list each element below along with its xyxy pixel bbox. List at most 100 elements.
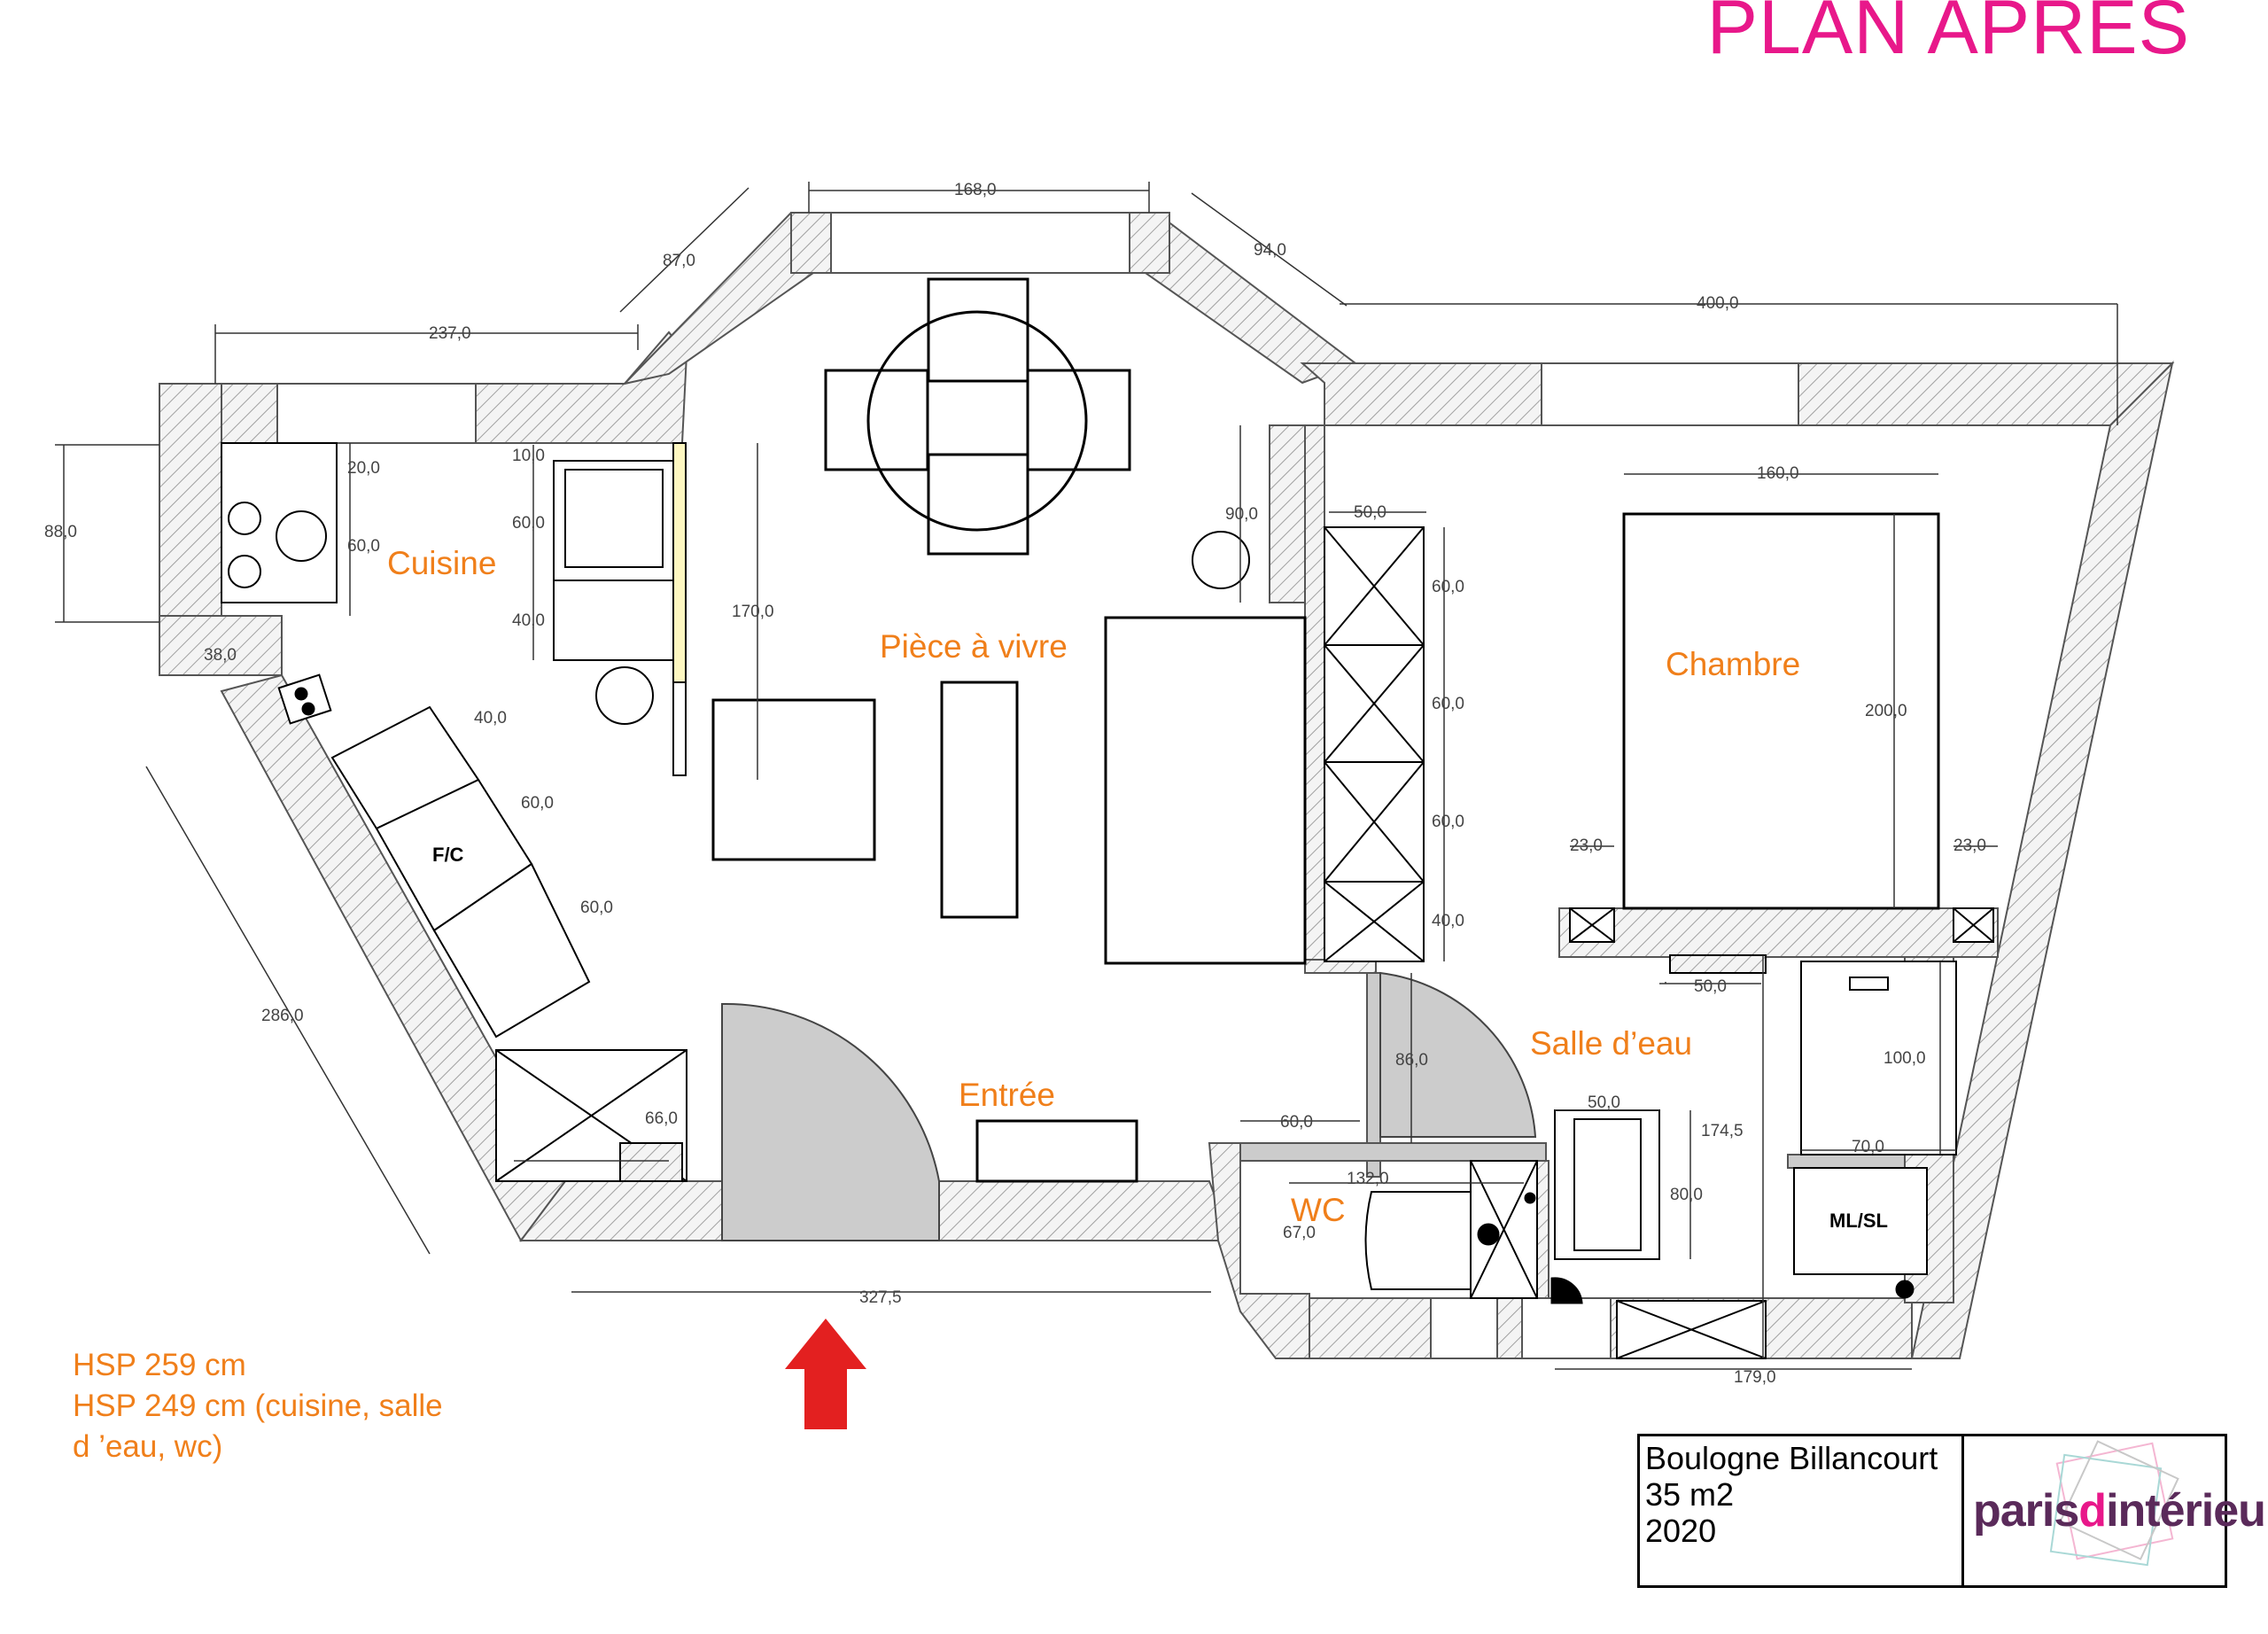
project-city: Boulogne Billancourt [1645,1440,1938,1476]
dim-diag-unit-3: 60,0 [580,899,613,917]
dim-shower-width: 50,0 [1588,1093,1620,1112]
shower-drain [1550,1277,1583,1304]
logo-squares-icon [2049,1440,2179,1567]
entry-shelf [619,1142,683,1182]
wc-tap [1477,1223,1500,1246]
dim-hob-top: 20,0 [347,459,380,478]
dim-top-window: 168,0 [954,181,997,199]
dim-bedroom-width: 400,0 [1697,294,1739,313]
project-area: 35 m2 [1645,1476,1735,1513]
bath-door-swing [1379,971,1537,1138]
dim-wc-width: 132,0 [1347,1170,1389,1188]
wall-bedroom-top-2 [1798,362,2175,426]
dining-table [866,310,1088,532]
title-block: Boulogne Billancourt 35 m2 2020 parisdin… [1637,1434,2268,1588]
washer-tap [1895,1280,1915,1299]
company-logo: parisdintérieur [1964,1436,2268,1585]
kitchen-partition-lower [672,681,687,776]
wc-tap-small [1524,1192,1536,1204]
room-labels: Cuisine Pièce à vivre Chambre Entrée Sal… [387,545,1800,1228]
dim-wardrobe-4: 40,0 [1432,912,1464,930]
dim-diag-unit-1: 40,0 [474,709,507,728]
shower-tray [1573,1118,1642,1251]
dim-kitchen-width: 237,0 [429,324,471,343]
project-info: Boulogne Billancourt 35 m2 2020 [1640,1436,1964,1585]
cabinet-lower [553,580,674,661]
entry-cabinet-x2 [495,1049,687,1182]
ceiling-height-notes: HSP 259 cm HSP 249 cm (cuisine, salle d … [73,1345,443,1467]
window-bedroom [1541,362,1799,426]
dim-diag-left: 87,0 [663,252,695,270]
wall-column [1269,424,1306,603]
coffee-table [940,681,1019,919]
dimension-labels: 168,0 87,0 94,0 237,0 400,0 88,0 20,0 60… [44,181,1986,1387]
dim-left-wall: 286,0 [261,1007,304,1025]
bed [1622,512,1940,910]
logo-wordmark: parisdintérieur [1973,1485,2268,1537]
furniture [221,277,1994,1359]
dim-entry-closet: 66,0 [645,1109,678,1128]
dim-wc-cabinet: 60,0 [1280,1113,1313,1132]
dim-entry-width: 327,5 [859,1288,902,1307]
plan-title: PLAN APRES [1706,0,2190,70]
window-entry-frame [1430,1297,1498,1359]
dim-hob-depth: 60,0 [347,537,380,556]
label-chambre: Chambre [1666,646,1800,682]
dim-diag-unit-2: 60,0 [521,794,554,813]
label-fridge: F/C [432,844,464,866]
dim-kitchen-height: 88,0 [44,523,77,541]
dim-bath-door: 86,0 [1395,1051,1428,1070]
dim-wall-seg-3: 40,0 [512,611,545,630]
dining-chair-right [1026,369,1131,471]
armchair [711,698,876,861]
label-salle-d-eau: Salle d’eau [1530,1025,1692,1062]
project-year: 2020 [1645,1513,1717,1549]
entry-door-swing [721,1002,940,1241]
toilet [1364,1191,1476,1290]
kitchen-stool [595,666,654,725]
note-line-3: d ’eau, wc) [73,1429,223,1464]
dim-wardrobe-3: 60,0 [1432,813,1464,831]
wall-kitchen-top-2 [475,331,688,444]
living-stool [1192,531,1250,589]
dim-wall-seg-2: 60,0 [512,514,545,533]
label-washer: ML/SL [1829,1210,1888,1232]
window-kitchen [276,383,477,444]
wall-top-window-left [790,212,832,274]
wardrobe-cross [1324,526,1425,962]
entry-arrow-icon [785,1319,866,1429]
dim-bath-width: 179,0 [1734,1368,1776,1387]
dim-partition: 170,0 [732,603,774,621]
window-wc [1521,1297,1612,1359]
oven-inner [564,469,664,568]
note-line-2: HSP 249 cm (cuisine, salle [73,1389,443,1423]
label-wc: WC [1291,1192,1346,1228]
dim-bath-height: 174,5 [1701,1122,1744,1140]
dim-shower-length: 80,0 [1670,1186,1703,1204]
wardrobe [1324,526,1425,962]
wall-bath-bottom [1208,1142,1310,1359]
dining-chair-bottom [927,453,1029,556]
windows [276,212,1799,1359]
dining-chair-left [824,369,929,471]
label-cuisine: Cuisine [387,545,496,581]
wall-wardrobe [1304,424,1325,971]
dim-wall-seg-1: 10,0 [512,447,545,465]
dim-wardrobe-2: 60,0 [1432,695,1464,713]
label-entree: Entrée [959,1077,1055,1113]
dim-bed-width: 160,0 [1757,464,1799,483]
doors [721,971,1537,1241]
hob-burner-3 [228,555,261,588]
wall-wc-top [1239,1142,1547,1162]
wall-top-window-right [1129,212,1170,274]
hob-burner-2 [276,510,327,562]
entry-bench [975,1119,1138,1183]
dim-kitchen-corner: 38,0 [204,646,237,665]
sink-tap-2 [301,702,315,716]
dining-chair-top [927,277,1029,383]
wall-bedroom-top [1300,362,1542,426]
vanity [1669,954,1767,974]
note-line-1: HSP 259 cm [73,1348,246,1382]
bath-handle [1849,977,1889,991]
